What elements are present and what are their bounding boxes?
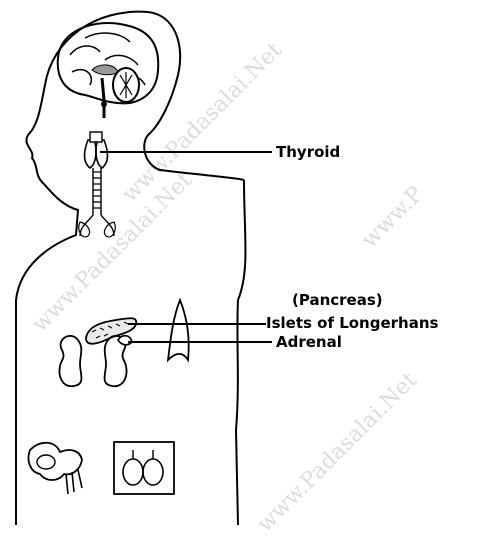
islets-label: Islets of Longerhans — [266, 316, 438, 331]
head-back-outline — [144, 12, 244, 180]
pituitary-icon — [101, 78, 107, 118]
arm-outline — [168, 300, 189, 360]
thyroid-trachea-icon — [79, 132, 116, 237]
thyroid-label: Thyroid — [276, 145, 340, 160]
pancreas-label: (Pancreas) — [292, 293, 383, 308]
adrenal-label: Adrenal — [276, 335, 342, 350]
adrenal-icon — [118, 336, 132, 345]
ovary-icon — [28, 443, 82, 494]
testis-icon — [114, 442, 174, 494]
